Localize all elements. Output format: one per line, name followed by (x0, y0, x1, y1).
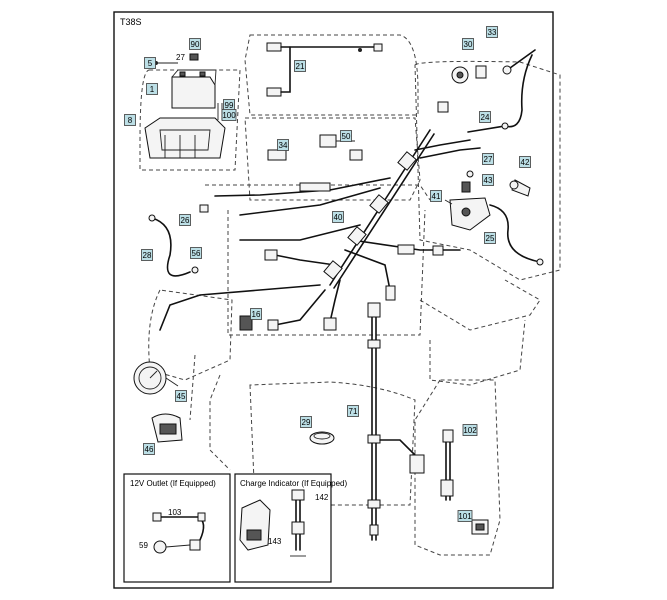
callout-label: 50 (342, 132, 351, 141)
plain-label-t-103: 103 (168, 508, 182, 517)
callout-label: 46 (145, 445, 154, 454)
callout-label: 24 (481, 113, 490, 122)
callout-label: 100 (222, 111, 236, 120)
callout-c-16: 16 (250, 308, 262, 320)
callout-label: 101 (458, 512, 472, 521)
callout-c-26: 26 (179, 214, 191, 226)
inset-12v-title: 12V Outlet (If Equipped) (130, 479, 216, 488)
inset-charge-title: Charge Indicator (If Equipped) (240, 479, 348, 488)
callout-label: 71 (349, 407, 358, 416)
plain-label-layer: 27 103 59 142 143 (139, 53, 329, 550)
callout-c-42: 42 (519, 156, 531, 168)
diagram-frame (113, 11, 554, 589)
callout-c-8: 8 (124, 114, 136, 126)
light-46 (151, 413, 183, 443)
callout-c-27b: 27 (482, 153, 494, 165)
inset-charge-indicator: Charge Indicator (If Equipped) (234, 473, 348, 583)
callout-label: 1 (150, 85, 155, 94)
callout-c-34: 34 (277, 139, 289, 151)
callout-c-43: 43 (482, 174, 494, 186)
callout-label: 34 (279, 141, 288, 150)
callout-c-25: 25 (484, 232, 496, 244)
cable-42 (509, 179, 531, 197)
callout-c-1: 1 (146, 83, 158, 95)
callout-label: 16 (252, 310, 261, 319)
cable-25 (489, 204, 544, 266)
cable-28 (148, 204, 209, 277)
callout-label: 43 (484, 176, 493, 185)
callout-label: 56 (192, 249, 201, 258)
callout-label: 41 (432, 192, 441, 201)
component-50 (319, 134, 363, 161)
plain-label-t-59: 59 (139, 541, 148, 550)
callout-c-41: 41 (430, 190, 442, 202)
callout-label: 5 (148, 59, 153, 68)
callout-label: 25 (486, 234, 495, 243)
callout-c-28: 28 (141, 249, 153, 261)
chassis-outline (139, 34, 561, 556)
starter-solenoid (451, 49, 536, 84)
harness-21 (266, 42, 383, 97)
harness-102 (440, 429, 454, 501)
callout-label: 8 (128, 116, 133, 125)
main-harness-40 (159, 101, 481, 331)
callout-label: 29 (302, 418, 311, 427)
callout-label: 21 (296, 62, 305, 71)
callout-c-33: 33 (486, 26, 498, 38)
plain-label-t-142: 142 (315, 493, 329, 502)
callout-c-50: 50 (340, 130, 352, 142)
callout-label: 28 (143, 251, 152, 260)
cable-24 (467, 54, 533, 133)
callout-c-5: 5 (144, 57, 156, 69)
key-switch-34 (267, 149, 287, 161)
callout-c-24: 24 (479, 111, 491, 123)
callout-label: 30 (464, 40, 473, 49)
callout-label: 45 (177, 392, 186, 401)
callout-c-99: 99 (223, 99, 235, 111)
hour-meter-45 (133, 361, 179, 395)
callout-label: 40 (334, 213, 343, 222)
callout-label: 26 (181, 216, 190, 225)
callout-c-100: 100 (221, 109, 237, 121)
callout-c-56: 56 (190, 247, 202, 259)
bracket-41 (444, 170, 491, 231)
relay-16 (239, 315, 253, 331)
callout-c-30: 30 (462, 38, 474, 50)
diagram-code: T38S (120, 17, 142, 27)
plain-label-t-27a: 27 (176, 53, 185, 62)
battery (171, 69, 217, 109)
callout-c-46: 46 (143, 443, 155, 455)
battery-tray (144, 117, 226, 159)
callout-c-71: 71 (347, 405, 359, 417)
callout-label: 90 (191, 40, 200, 49)
callout-c-102: 102 (462, 424, 478, 436)
callout-c-45: 45 (175, 390, 187, 402)
callout-label: 33 (488, 28, 497, 37)
callout-label: 102 (463, 426, 477, 435)
callout-label: 99 (225, 101, 234, 110)
callout-label: 42 (521, 158, 530, 167)
inset-12v-outlet: 12V Outlet (If Equipped) (123, 473, 231, 583)
callout-c-40: 40 (332, 211, 344, 223)
plain-label-t-143: 143 (268, 537, 282, 546)
callout-c-29: 29 (300, 416, 312, 428)
switch-101 (471, 519, 489, 535)
callout-label: 27 (484, 155, 493, 164)
harness-71 (367, 302, 425, 541)
component-29 (309, 431, 335, 445)
callout-c-101: 101 (457, 510, 473, 522)
callout-c-90: 90 (189, 38, 201, 50)
callout-c-21: 21 (294, 60, 306, 72)
